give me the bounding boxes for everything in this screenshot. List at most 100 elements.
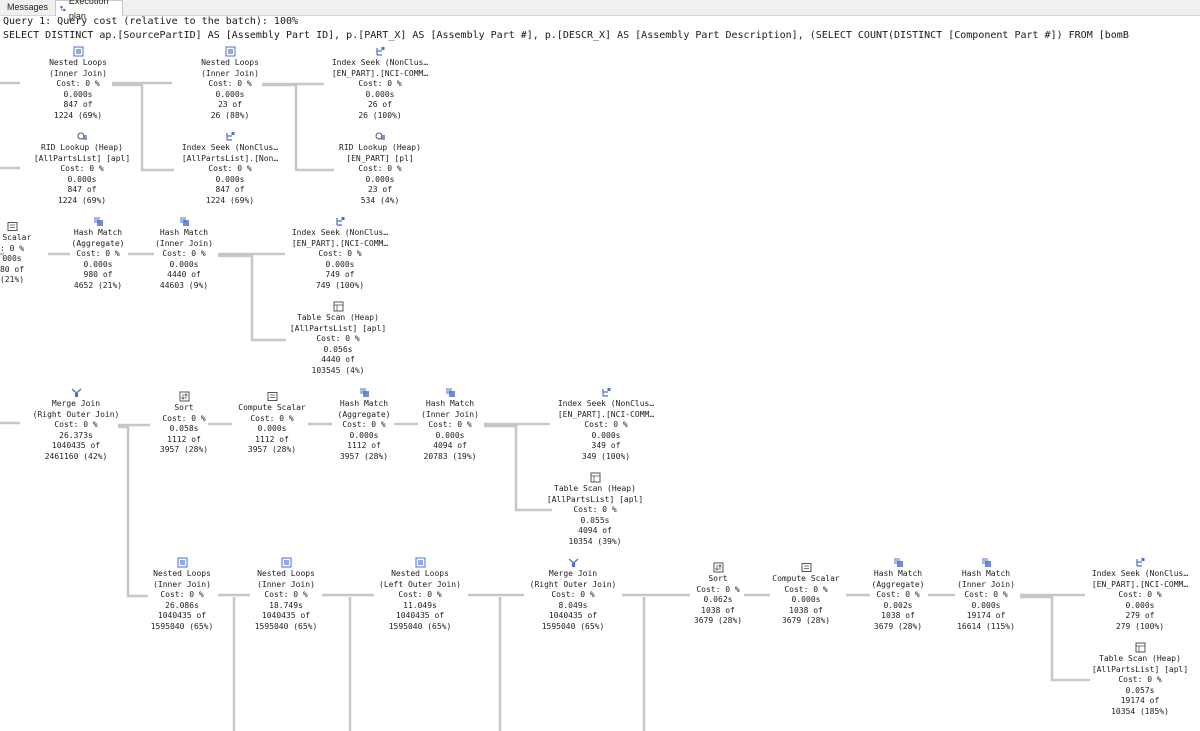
operator-detail: Cost: 0 % bbox=[76, 249, 120, 259]
plan-operator-node[interactable]: Index Seek (NonClus…[EN_PART].[NCI-COMM…… bbox=[276, 216, 404, 292]
operator-detail: (Inner Join) bbox=[957, 579, 1015, 589]
operator-detail: 26 of bbox=[367, 100, 393, 110]
operator-detail: (Aggregate) bbox=[337, 409, 391, 419]
plan-operator-node[interactable]: RID Lookup (Heap)[AllPartsList] [apl]Cos… bbox=[18, 131, 146, 207]
tab-execution-plan[interactable]: Execution plan bbox=[55, 0, 123, 21]
operator-detail: [EN_PART].[NCI-COMM… bbox=[291, 238, 389, 248]
operator-detail: 26 (100%) bbox=[358, 110, 402, 120]
tab-messages[interactable]: Messages bbox=[0, 0, 52, 15]
plan-operator-node[interactable]: Index Seek (NonClus…[EN_PART].[NCI-COMM…… bbox=[1076, 557, 1200, 633]
operator-detail: Cost: 0 % bbox=[316, 334, 360, 344]
operator-detail: 3679 (28%) bbox=[873, 621, 923, 631]
index-seek-icon bbox=[601, 388, 610, 397]
operator-detail: 0.000s bbox=[791, 595, 821, 605]
operator-detail: [AllPartsList] [apl] bbox=[546, 494, 644, 504]
plan-operator-node[interactable]: Nested Loops(Inner Join)Cost: 0 %18.749s… bbox=[222, 557, 350, 633]
operator-detail: 0.055s bbox=[580, 515, 610, 525]
operator-detail: 4094 of bbox=[578, 526, 612, 536]
operator-detail: 1224 (69%) bbox=[205, 195, 255, 205]
operator-name: Hash Match bbox=[73, 228, 123, 237]
operator-detail: 0.000s bbox=[83, 259, 113, 269]
plan-operator-node[interactable]: Nested Loops(Inner Join)Cost: 0 %26.086s… bbox=[118, 557, 246, 633]
operator-detail: Cost: 0 % bbox=[696, 584, 740, 594]
operator-detail: (Right Outer Join) bbox=[529, 579, 617, 589]
operator-detail: 0.002s bbox=[883, 600, 913, 610]
operator-detail: 847 of bbox=[215, 185, 245, 195]
operator-detail: (Inner Join) bbox=[49, 68, 107, 78]
plan-operator-node[interactable]: RID Lookup (Heap)[EN_PART] [pl]Cost: 0 %… bbox=[316, 131, 444, 207]
plan-operator-node[interactable]: Table Scan (Heap)[AllPartsList] [apl]Cos… bbox=[531, 472, 659, 548]
operator-name: Sort bbox=[174, 403, 194, 412]
operator-name: Index Seek (NonClus… bbox=[1091, 569, 1189, 578]
plan-operator-node[interactable]: Merge Join(Right Outer Join)Cost: 0 %8.0… bbox=[509, 557, 637, 633]
operator-detail: (Inner Join) bbox=[201, 68, 259, 78]
operator-detail: Cost: 0 % bbox=[208, 79, 252, 89]
operator-detail: 349 of bbox=[591, 441, 621, 451]
operator-detail: 0.000s bbox=[365, 174, 395, 184]
operator-detail: 980 of bbox=[83, 270, 113, 280]
operator-detail: : 0 % bbox=[0, 243, 25, 253]
operator-detail: 1595040 (65%) bbox=[388, 621, 452, 631]
operator-detail: 1040435 of bbox=[261, 611, 311, 621]
plan-operator-node[interactable]: Index Seek (NonClus…[EN_PART].[NCI-COMM…… bbox=[316, 46, 444, 122]
operator-detail: 2461160 (42%) bbox=[44, 451, 108, 461]
operator-detail: 1112 of bbox=[347, 441, 381, 451]
hash-match-icon bbox=[893, 558, 903, 567]
operator-detail: Cost: 0 % bbox=[551, 590, 595, 600]
plan-operator-node[interactable]: Table Scan (Heap)[AllPartsList] [apl]Cos… bbox=[1076, 642, 1200, 718]
nested-loops-icon bbox=[177, 557, 187, 568]
merge-join-icon bbox=[568, 558, 578, 567]
operator-detail: 1224 (69%) bbox=[57, 195, 107, 205]
operator-detail: Cost: 0 % bbox=[342, 420, 386, 430]
operator-detail: 0.000s bbox=[169, 259, 199, 269]
operator-name: Table Scan (Heap) bbox=[297, 313, 379, 322]
plan-operator-node[interactable]: Merge Join(Right Outer Join)Cost: 0 %26.… bbox=[12, 387, 140, 463]
operator-detail: 1038 of bbox=[881, 611, 915, 621]
operator-detail: [EN_PART].[NCI-COMM… bbox=[331, 68, 429, 78]
operator-detail: 26.086s bbox=[165, 600, 199, 610]
plan-operator-node[interactable]: Table Scan (Heap)[AllPartsList] [apl]Cos… bbox=[274, 301, 402, 377]
plan-operator-node[interactable]: Index Seek (NonClus…[AllPartsList].[Non…… bbox=[166, 131, 294, 207]
operator-name: Hash Match bbox=[339, 399, 389, 408]
compute-scalar-icon bbox=[7, 222, 17, 231]
operator-detail: Cost: 0 % bbox=[160, 590, 204, 600]
operator-detail: Cost: 0 % bbox=[784, 584, 828, 594]
operator-detail: Cost: 0 % bbox=[56, 79, 100, 89]
operator-detail: 11.049s bbox=[403, 600, 437, 610]
execution-plan-icon bbox=[60, 5, 66, 12]
operator-name: Merge Join bbox=[548, 569, 598, 578]
operator-name: Hash Match bbox=[425, 399, 475, 408]
table-scan-icon bbox=[590, 472, 600, 483]
operator-detail: 1040435 of bbox=[51, 441, 101, 451]
operator-name: Merge Join bbox=[51, 399, 101, 408]
operator-detail: 4440 of bbox=[321, 355, 355, 365]
operator-detail: 0.000s bbox=[365, 89, 395, 99]
operator-detail: (Aggregate) bbox=[871, 579, 925, 589]
tab-execution-plan-label: Execution plan bbox=[68, 0, 109, 21]
operator-detail: [EN_PART].[NCI-COMM… bbox=[557, 409, 655, 419]
plan-operator-node[interactable]: Nested Loops(Left Outer Join)Cost: 0 %11… bbox=[356, 557, 484, 633]
operator-detail: (21%) bbox=[0, 275, 25, 285]
operator-detail: 23 of bbox=[217, 100, 243, 110]
query-sql-text: SELECT DISTINCT ap.[SourcePartID] AS [As… bbox=[3, 30, 1129, 41]
operator-detail: Cost: 0 % bbox=[318, 249, 362, 259]
plan-operator-node[interactable]: Index Seek (NonClus…[EN_PART].[NCI-COMM…… bbox=[542, 387, 670, 463]
operator-detail: 279 (100%) bbox=[1115, 621, 1165, 631]
operator-detail: 1224 (69%) bbox=[53, 110, 103, 120]
operator-detail: 26.373s bbox=[59, 430, 93, 440]
operator-detail: 1595040 (65%) bbox=[254, 621, 318, 631]
operator-detail: Cost: 0 % bbox=[1118, 675, 1162, 685]
